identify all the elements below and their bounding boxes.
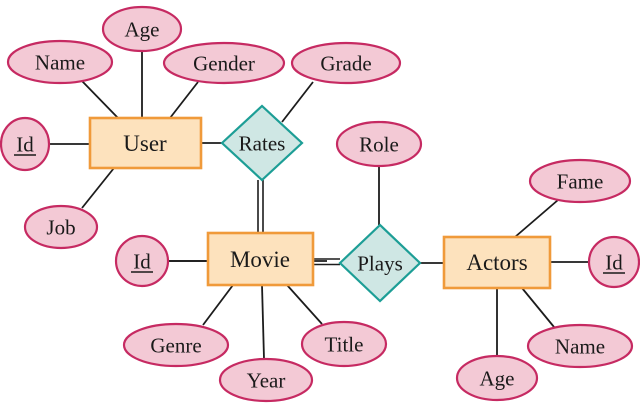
attribute-label: Id	[133, 249, 151, 273]
edge-fame-actors	[514, 199, 559, 238]
entity-label: Actors	[466, 250, 527, 275]
attribute-label: Job	[46, 215, 75, 239]
attribute-user-age: Age	[101, 5, 183, 53]
attribute-movie-year: Year	[218, 357, 314, 403]
relationship-plays: Plays	[338, 223, 422, 303]
edge-movie-year	[261, 284, 265, 360]
attribute-label: Year	[247, 368, 286, 392]
entity-actors: Actors	[442, 235, 552, 290]
edge-movie-plays-double	[313, 258, 340, 266]
edge-rates-movie-double	[257, 180, 264, 233]
entity-label: Movie	[230, 247, 290, 272]
attribute-label: Fame	[557, 169, 604, 193]
attribute-user-id-key: Id	[0, 116, 51, 172]
relationship-label: Plays	[357, 251, 403, 275]
attribute-label: Name	[555, 334, 605, 358]
attribute-actors-id-key: Id	[587, 235, 640, 289]
relationships: Rates Plays	[220, 104, 422, 303]
edge-movie-genre	[202, 284, 234, 326]
edge-name-user	[81, 80, 119, 119]
attribute-actors-age: Age	[455, 354, 539, 402]
entity-movie: Movie	[206, 231, 315, 287]
attribute-label: Grade	[320, 51, 371, 75]
entities: User Movie Actors	[88, 116, 552, 290]
edge-user-job	[81, 167, 115, 209]
attribute-rates-grade: Grade	[290, 41, 402, 85]
edge-gender-user	[169, 81, 199, 119]
edge-movie-title	[286, 284, 323, 325]
attribute-user-gender: Gender	[162, 41, 286, 85]
attribute-user-job: Job	[23, 204, 99, 250]
attribute-plays-role: Role	[335, 120, 423, 168]
attribute-label: Id	[605, 250, 623, 274]
attribute-label: Age	[125, 17, 160, 41]
relationship-rates: Rates	[220, 104, 304, 182]
attribute-user-name: Name	[6, 39, 114, 85]
entity-user: User	[88, 116, 203, 170]
attribute-label: Id	[16, 132, 34, 156]
attribute-actors-fame: Fame	[528, 158, 632, 204]
attributes: Name Age Gender Grade Id Job	[0, 5, 640, 403]
attribute-label: Age	[480, 366, 515, 390]
edges	[49, 51, 589, 360]
attribute-movie-genre: Genre	[122, 322, 230, 368]
edge-actors-name	[521, 287, 555, 328]
relationship-label: Rates	[239, 131, 286, 155]
attribute-label: Name	[35, 50, 85, 74]
attribute-label: Genre	[150, 333, 201, 357]
edge-grade-rates	[281, 81, 314, 123]
attribute-label: Gender	[193, 51, 255, 75]
attribute-label: Role	[359, 132, 399, 156]
attribute-label: Title	[325, 332, 364, 356]
attribute-movie-id-key: Id	[114, 234, 170, 288]
attribute-actors-name: Name	[526, 323, 634, 369]
entity-label: User	[123, 131, 167, 156]
attribute-movie-title: Title	[300, 320, 388, 368]
